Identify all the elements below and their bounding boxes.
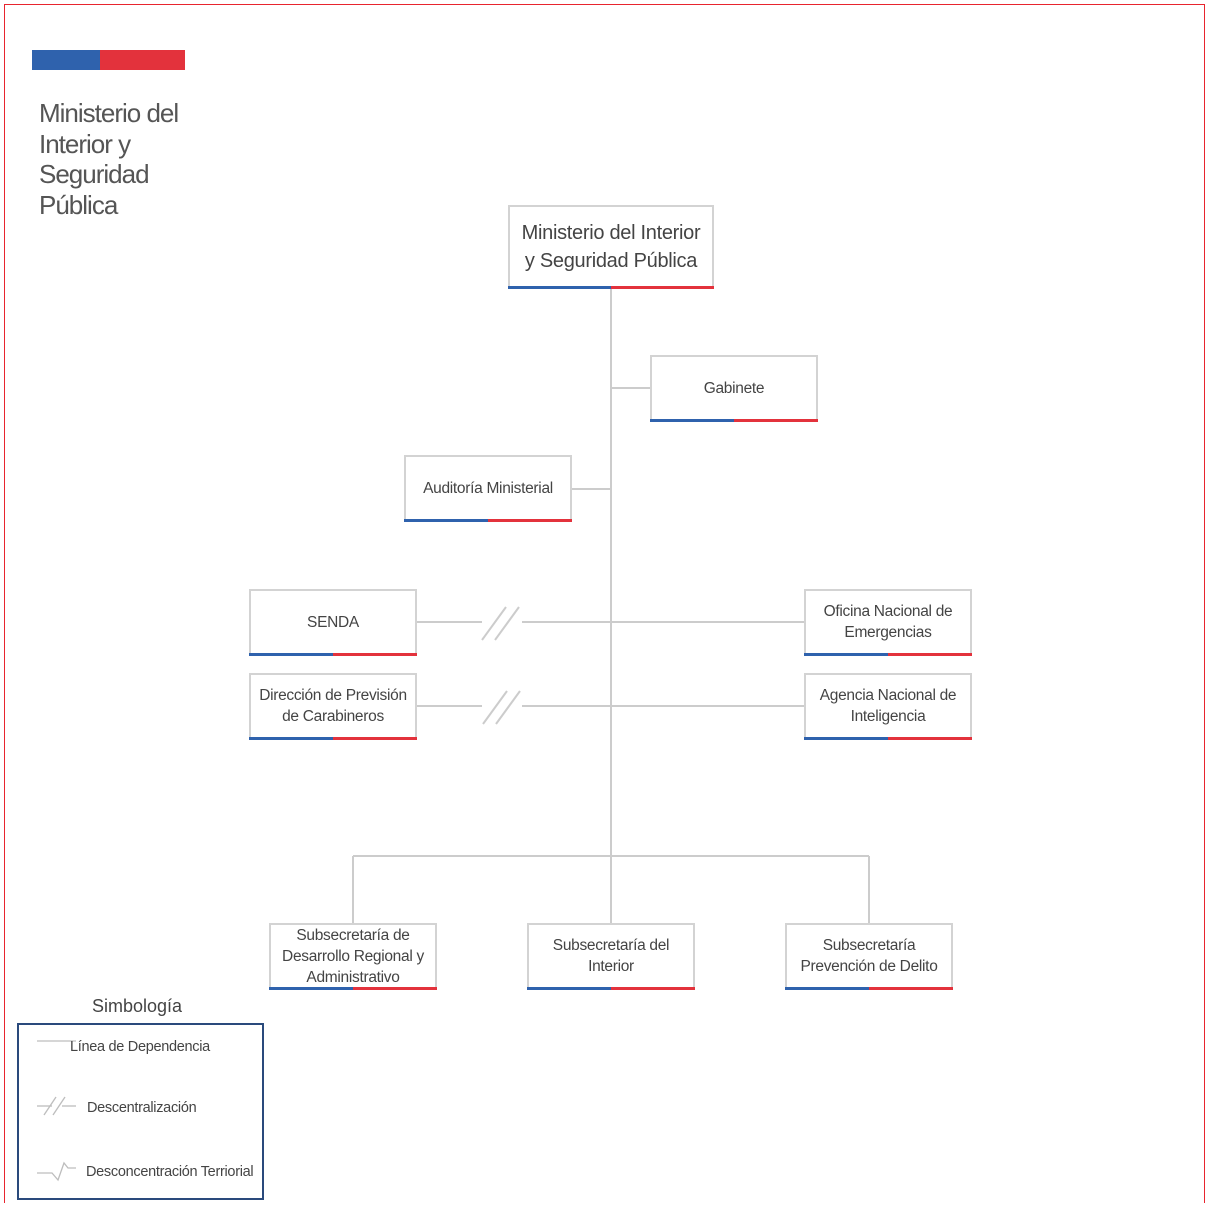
org-node-ministerio: Ministerio del Interior y Seguridad Públ… <box>508 205 714 289</box>
org-node-subsecretaria-interior: Subsecretaría del Interior <box>527 923 695 990</box>
legend-item-dependencia: Línea de Dependencia <box>70 1039 210 1055</box>
dipreca-decentralization-mark-1 <box>482 690 508 725</box>
page-frame <box>4 4 1205 1203</box>
legend-item-descentralizacion: Descentralización <box>87 1100 197 1116</box>
legend-item-desconcentracion: Desconcentración Terriorial <box>86 1164 254 1180</box>
flag-logo <box>32 50 185 70</box>
org-node-subdere: Subsecretaría de Desarrollo Regional y A… <box>269 923 437 990</box>
ministry-logo-text: Ministerio del Interior y Seguridad Públ… <box>39 98 179 220</box>
legend-zigzag-icon <box>37 1161 76 1182</box>
senda-decentralization-mark-2 <box>494 606 520 641</box>
org-node-gabinete: Gabinete <box>650 355 818 422</box>
legend-title: Simbología <box>92 996 183 1016</box>
org-node-auditoria: Auditoría Ministerial <box>404 455 572 522</box>
org-node-subsecretaria-prevencion: Subsecretaría Prevención de Delito <box>785 923 953 990</box>
flag-red-band <box>100 50 185 70</box>
senda-decentralization-mark-1 <box>481 606 507 641</box>
org-node-onemi: Oficina Nacional de Emergencias <box>804 589 972 656</box>
flag-blue-band <box>32 50 100 70</box>
org-node-ani: Agencia Nacional de Inteligencia <box>804 673 972 740</box>
org-node-senda: SENDA <box>249 589 417 656</box>
dipreca-decentralization-mark-2 <box>495 690 521 725</box>
legend-box <box>17 1023 264 1200</box>
org-node-dipreca: Dirección de Previsión de Carabineros <box>249 673 417 740</box>
